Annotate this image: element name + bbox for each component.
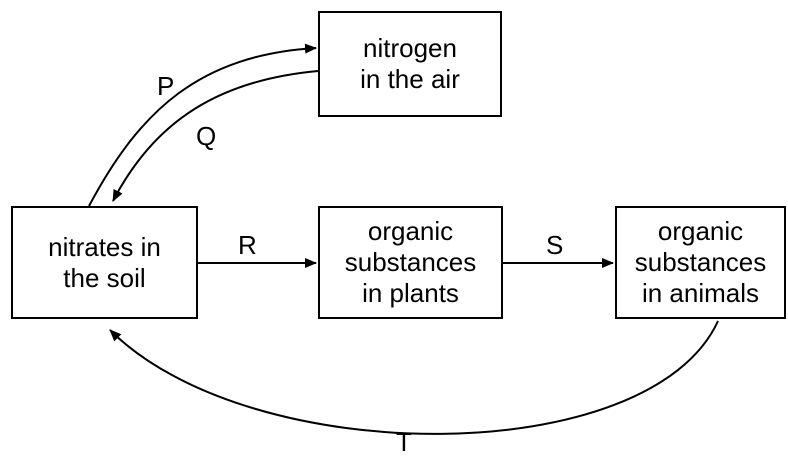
node-nitrogen-line-2: in the air [360, 64, 460, 94]
node-plants-line-2: substances [344, 247, 477, 277]
arrow-t [109, 320, 719, 435]
arrow-q [112, 70, 319, 202]
edge-label-t: T [396, 427, 412, 457]
node-organic-in-plants: organic substances in plants [318, 206, 503, 319]
edge-label-p: P [157, 71, 175, 101]
node-animals-line-2: substances [634, 247, 767, 277]
edge-label-s: S [546, 230, 564, 260]
node-plants-line-3: in plants [362, 278, 459, 308]
node-nitrogen-line-1: nitrogen [363, 33, 457, 63]
node-plants-line-1: organic [367, 216, 454, 246]
node-nitrates-in-soil: nitrates in the soil [11, 206, 198, 319]
edge-label-r: R [238, 230, 257, 260]
edge-label-q: Q [196, 121, 217, 151]
node-soil-line-2: the soil [63, 262, 146, 293]
node-nitrogen-in-air: nitrogen in the air [318, 11, 502, 117]
node-organic-in-animals: organic substances in animals [615, 206, 786, 319]
node-soil-line-1: nitrates in [48, 231, 161, 262]
node-animals-line-1: organic [657, 216, 744, 246]
arrow-p [88, 43, 317, 207]
node-animals-line-3: in animals [641, 278, 760, 308]
